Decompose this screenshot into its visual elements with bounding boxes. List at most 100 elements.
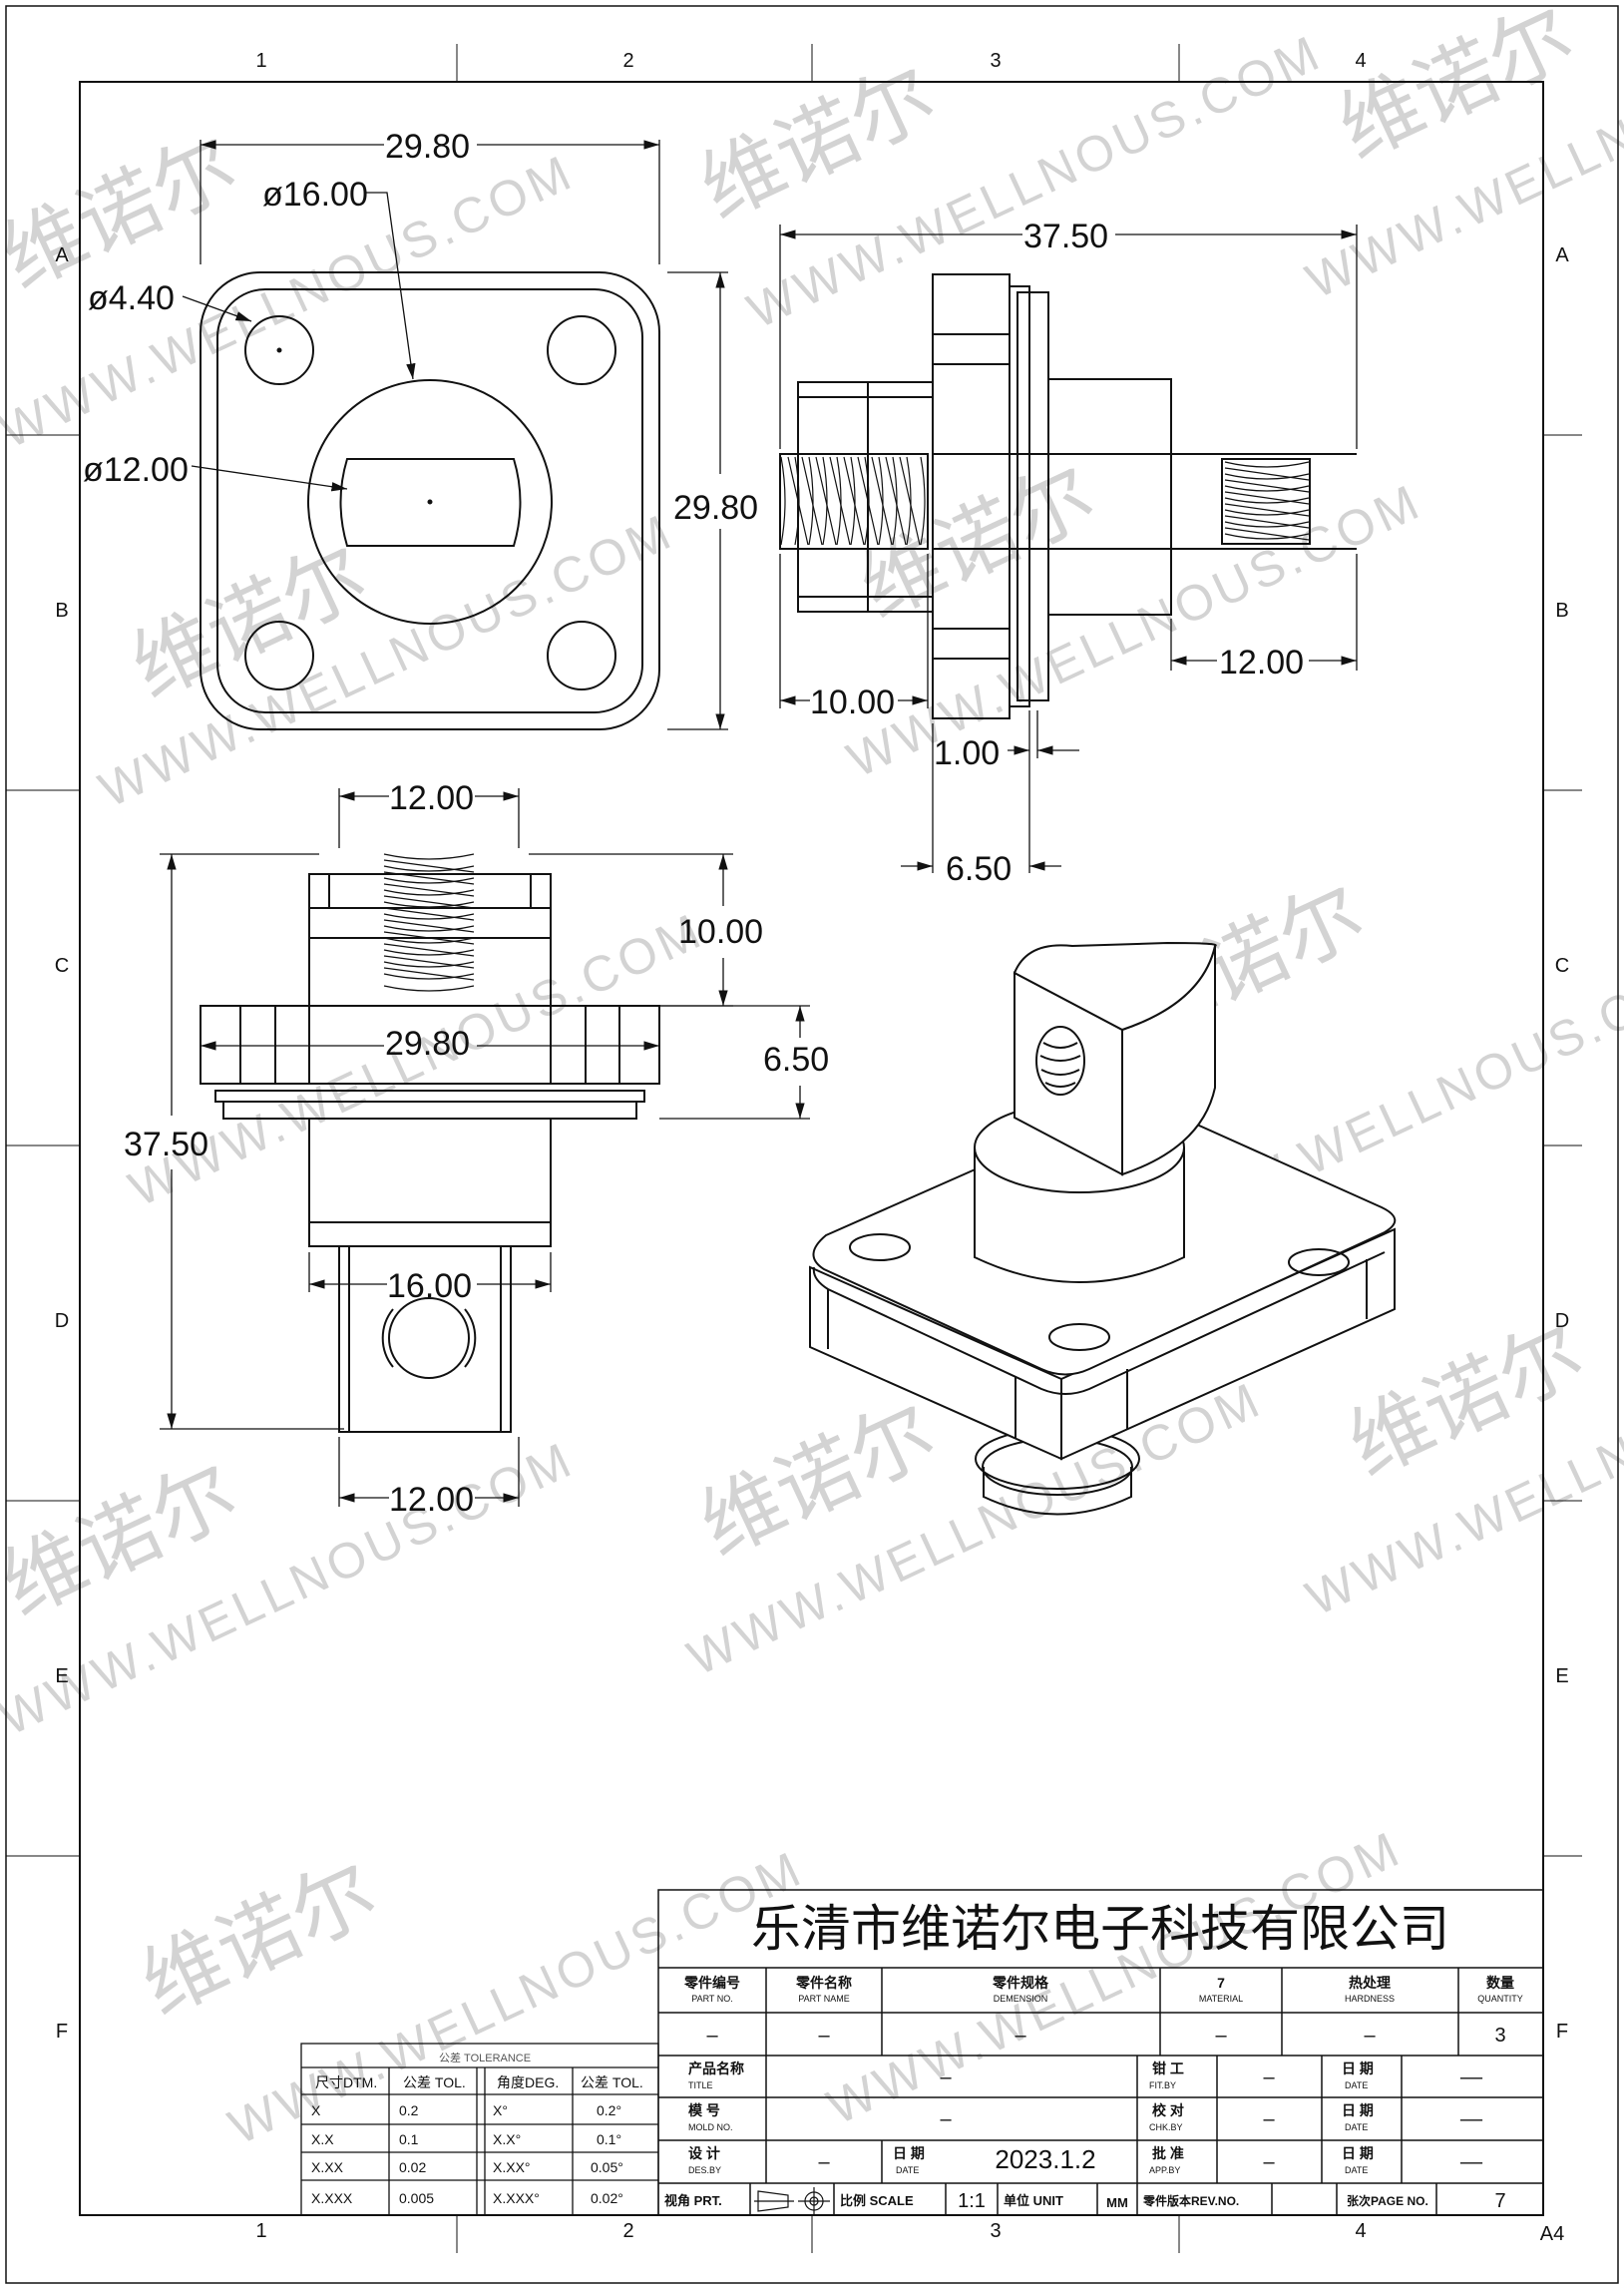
lbl-chk-en: CHK.BY xyxy=(1149,2122,1183,2132)
zone-row-label: E xyxy=(1555,1665,1568,1687)
lbl-mold: 模 号 xyxy=(688,2102,720,2118)
val-unit: MM xyxy=(1106,2195,1128,2210)
tol-cell: X.XX xyxy=(311,2159,344,2175)
lbl-title-en: TITLE xyxy=(688,2080,713,2090)
tol-cell: 0.2° xyxy=(597,2102,621,2118)
dim-side-left-thread: 10.00 xyxy=(810,684,895,721)
side-thread-right xyxy=(1224,461,1310,541)
front-view-dimensions xyxy=(182,140,728,730)
dim-bottom-thread-height: 10.00 xyxy=(678,913,763,951)
hdr-material: 7 xyxy=(1217,1975,1225,1991)
company-name: 乐清市维诺尔电子科技有限公司 xyxy=(751,1900,1449,1958)
zone-row-label: C xyxy=(55,955,69,977)
lbl-date-en: DATE xyxy=(896,2165,919,2175)
zone-row-label: D xyxy=(1555,1310,1569,1332)
watermark-cn: 维诺尔 xyxy=(846,447,1108,637)
val-part-no: – xyxy=(706,2025,718,2047)
zone-labels: 1 2 3 4 1 2 3 4 A B C D E F A B C D E F … xyxy=(55,50,1570,2245)
tol-cell: X xyxy=(311,2102,321,2118)
val-app: – xyxy=(1263,2151,1275,2173)
lbl-app-en: APP.BY xyxy=(1149,2165,1180,2175)
lbl-unit: 单位 UNIT xyxy=(1004,2193,1063,2208)
val-fit: – xyxy=(1263,2066,1275,2088)
tol-cell: 0.02 xyxy=(399,2159,426,2175)
lbl-date: 日 期 xyxy=(893,2145,925,2161)
val-title: – xyxy=(940,2066,952,2088)
zone-row-label: F xyxy=(1556,2021,1568,2043)
zone-col-label: 2 xyxy=(622,50,633,72)
val-date-right: –– xyxy=(1460,2108,1483,2130)
dim-bottom-flange-width: 29.80 xyxy=(385,1025,470,1063)
side-view xyxy=(779,273,1357,719)
side-view-dim-labels: 37.50 10.00 12.00 1.00 6.50 xyxy=(810,218,1304,888)
zone-col-label: 1 xyxy=(255,50,266,72)
tol-header: 尺寸DTM. xyxy=(315,2074,377,2090)
tol-cell: 0.05° xyxy=(591,2159,623,2175)
hdr-quantity: 数量 xyxy=(1486,1975,1514,1991)
lbl-mold-en: MOLD NO. xyxy=(688,2122,733,2132)
tol-cell: 0.2 xyxy=(399,2102,419,2118)
val-chk: – xyxy=(1263,2108,1275,2130)
lbl-date-right: 日 期 xyxy=(1342,2102,1374,2118)
tol-header: 公差 TOL. xyxy=(581,2074,643,2090)
lbl-date-right-en: DATE xyxy=(1345,2080,1368,2090)
hdr-dimension-en: DEMENSION xyxy=(994,1994,1048,2004)
lbl-fit: 钳 工 xyxy=(1152,2060,1184,2076)
dim-front-width: 29.80 xyxy=(385,128,470,166)
tol-header: 公差 TOL. xyxy=(403,2074,466,2090)
zone-col-label: 1 xyxy=(255,2220,266,2242)
zone-row-label: B xyxy=(1555,600,1568,622)
zone-row-label: D xyxy=(55,1310,69,1332)
side-view-dimensions xyxy=(779,225,1358,873)
zone-row-label: E xyxy=(55,1665,68,1687)
val-date-right: –– xyxy=(1460,2151,1483,2173)
dim-front-height: 29.80 xyxy=(673,489,758,527)
hdr-hardness-en: HARDNESS xyxy=(1345,1994,1395,2004)
tol-cell: 0.02° xyxy=(591,2190,623,2206)
val-date-right: –– xyxy=(1460,2066,1483,2088)
dim-front-hole: ø4.40 xyxy=(88,279,175,317)
zone-col-label: 3 xyxy=(990,2220,1001,2242)
hdr-part-no: 零件编号 xyxy=(683,1975,740,1991)
val-design: – xyxy=(818,2151,830,2173)
zone-row-label: A xyxy=(1555,244,1569,266)
zone-col-label: 4 xyxy=(1355,2220,1366,2242)
front-view-dim-labels: 29.80 ø16.00 ø4.40 ø12.00 29.80 xyxy=(83,128,758,527)
tolerance-table-text: 公差 TOLERANCE 尺寸DTM. 公差 TOL. 角度DEG. 公差 TO… xyxy=(311,2051,643,2206)
title-block-text: 乐清市维诺尔电子科技有限公司 零件编号 PART NO. 零件名称 PART N… xyxy=(664,1900,1523,2212)
lbl-scale: 比例 SCALE xyxy=(840,2193,914,2208)
lbl-title: 产品名称 xyxy=(688,2060,744,2076)
projection-symbol xyxy=(754,2187,830,2215)
lbl-view: 视角 PRT. xyxy=(664,2193,722,2208)
dim-side-flange: 6.50 xyxy=(946,850,1012,888)
lbl-date-right-en: DATE xyxy=(1345,2122,1368,2132)
hdr-quantity-en: QUANTITY xyxy=(1477,1994,1523,2004)
tol-cell: X.XXX xyxy=(311,2190,353,2206)
lbl-design: 设 计 xyxy=(688,2145,720,2161)
dim-side-right-thread: 12.00 xyxy=(1219,644,1304,682)
dim-bottom-top-width: 12.00 xyxy=(389,779,474,817)
tol-cell: X.X° xyxy=(493,2131,521,2147)
dim-bottom-total-height: 37.50 xyxy=(124,1126,208,1163)
zone-col-label: 2 xyxy=(622,2220,633,2242)
dim-side-flange-step: 1.00 xyxy=(934,734,1000,772)
val-mold: – xyxy=(940,2108,952,2130)
tol-cell: 0.005 xyxy=(399,2190,434,2206)
hdr-material-en: MATERIAL xyxy=(1199,1994,1243,2004)
side-thread-left xyxy=(780,456,926,546)
dim-front-inner: ø12.00 xyxy=(83,451,189,489)
lbl-design-en: DES.BY xyxy=(688,2165,721,2175)
hdr-hardness: 热处理 xyxy=(1349,1975,1391,1991)
val-date: 2023.1.2 xyxy=(995,2144,1095,2174)
val-hardness: – xyxy=(1364,2025,1376,2047)
hdr-part-name-en: PART NAME xyxy=(798,1994,850,2004)
lbl-page: 张次PAGE NO. xyxy=(1347,2193,1428,2208)
val-dimension: – xyxy=(1015,2025,1026,2047)
val-material: – xyxy=(1215,2025,1227,2047)
zone-row-label: A xyxy=(55,244,69,266)
zone-row-label: F xyxy=(56,2021,68,2043)
zone-col-label: 4 xyxy=(1355,50,1366,72)
dim-bottom-body-width: 16.00 xyxy=(387,1267,472,1305)
hdr-dimension: 零件规格 xyxy=(992,1975,1049,1991)
